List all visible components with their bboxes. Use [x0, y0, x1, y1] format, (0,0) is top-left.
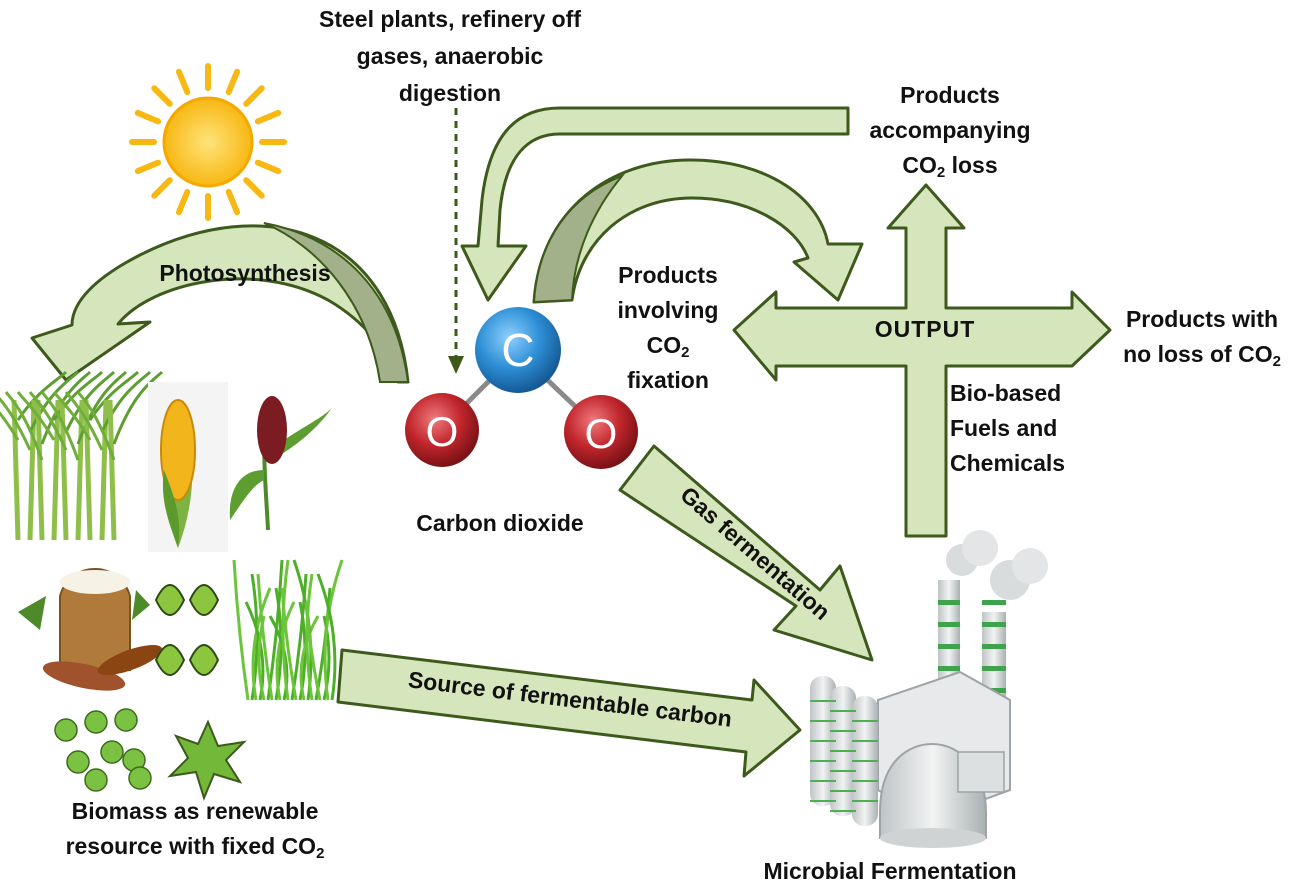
- factory-icon: [810, 530, 1048, 848]
- products-loss-line-2: accompanying: [869, 117, 1031, 143]
- products-no-loss-line-2: no loss of CO2: [1112, 341, 1292, 370]
- output-label: OUTPUT: [874, 316, 976, 342]
- fermentable-carbon-arrow: [336, 648, 802, 778]
- bio-based-line-2: Fuels and: [950, 415, 1058, 441]
- biomass-line-2: resource with fixed CO2: [30, 833, 360, 862]
- carbon-dioxide-label: Carbon dioxide: [416, 510, 584, 536]
- gas-fermentation-arrow: [618, 444, 874, 662]
- co2-subscript: 2: [936, 164, 946, 181]
- sugarcane-icon: [0, 370, 164, 541]
- oxygen-atom-left-label: O: [426, 408, 459, 455]
- products-co2-loss-label: Products accompanying CO2 loss: [850, 82, 1050, 181]
- photosynthesis-label: Photosynthesis: [159, 260, 331, 286]
- bio-based-fuels-label: Bio-based Fuels and Chemicals: [950, 380, 1080, 477]
- co2-subscript: 2: [1272, 353, 1281, 370]
- fixation-arrow: [532, 158, 864, 304]
- steel-plants-source-label: Steel plants, refinery off gases, anaero…: [290, 6, 610, 107]
- products-loss-line-1: Products: [900, 82, 1000, 108]
- carbon-atom-label: C: [501, 324, 534, 376]
- biomass-line-1: Biomass as renewable: [71, 798, 319, 824]
- microbial-fermentation-label: Microbial Fermentation: [763, 858, 1017, 884]
- products-no-loss-line-1: Products with: [1125, 306, 1279, 332]
- cassava-icon: [18, 568, 163, 691]
- loss-text: loss: [945, 152, 998, 178]
- steel-source-line-1: Steel plants, refinery off: [318, 6, 581, 32]
- products-fixation-line-3: CO2: [598, 332, 738, 361]
- corn-icon: [148, 382, 228, 552]
- grass-icon: [232, 559, 344, 701]
- bio-based-line-1: Bio-based: [950, 380, 1062, 406]
- no-loss-text: no loss of CO: [1123, 341, 1273, 367]
- dashed-source-arrow: [448, 108, 464, 374]
- steel-source-line-3: digestion: [398, 80, 502, 106]
- photosynthesis-arrow: [30, 222, 410, 384]
- products-co2-fixation-label: Products involving CO2 fixation: [598, 262, 738, 394]
- co2-molecule-icon: C O O: [405, 307, 638, 469]
- co2-text: CO: [646, 332, 682, 358]
- co2-subscript: 2: [681, 344, 690, 361]
- products-no-loss-label: Products with no loss of CO2: [1112, 306, 1292, 370]
- steel-source-line-2: gases, anaerobic: [356, 43, 544, 69]
- biomass-text: resource with fixed CO: [65, 833, 317, 859]
- algae-icon: [54, 584, 247, 801]
- output-cross-arrow: [732, 183, 1112, 538]
- products-fixation-line-2: involving: [617, 297, 719, 323]
- products-fixation-line-1: Products: [618, 262, 718, 288]
- products-fixation-line-4: fixation: [627, 367, 709, 393]
- co2-subscript: 2: [316, 845, 325, 862]
- oxygen-atom-right-label: O: [585, 410, 618, 457]
- co2-return-arrow: [460, 106, 850, 302]
- products-loss-line-3: CO2 loss: [850, 152, 1050, 181]
- sun-icon: [129, 63, 287, 221]
- bio-based-line-3: Chemicals: [950, 450, 1066, 476]
- co2-text: CO: [902, 152, 937, 178]
- biomass-resource-label: Biomass as renewable resource with fixed…: [30, 798, 360, 862]
- sorghum-icon: [229, 396, 332, 531]
